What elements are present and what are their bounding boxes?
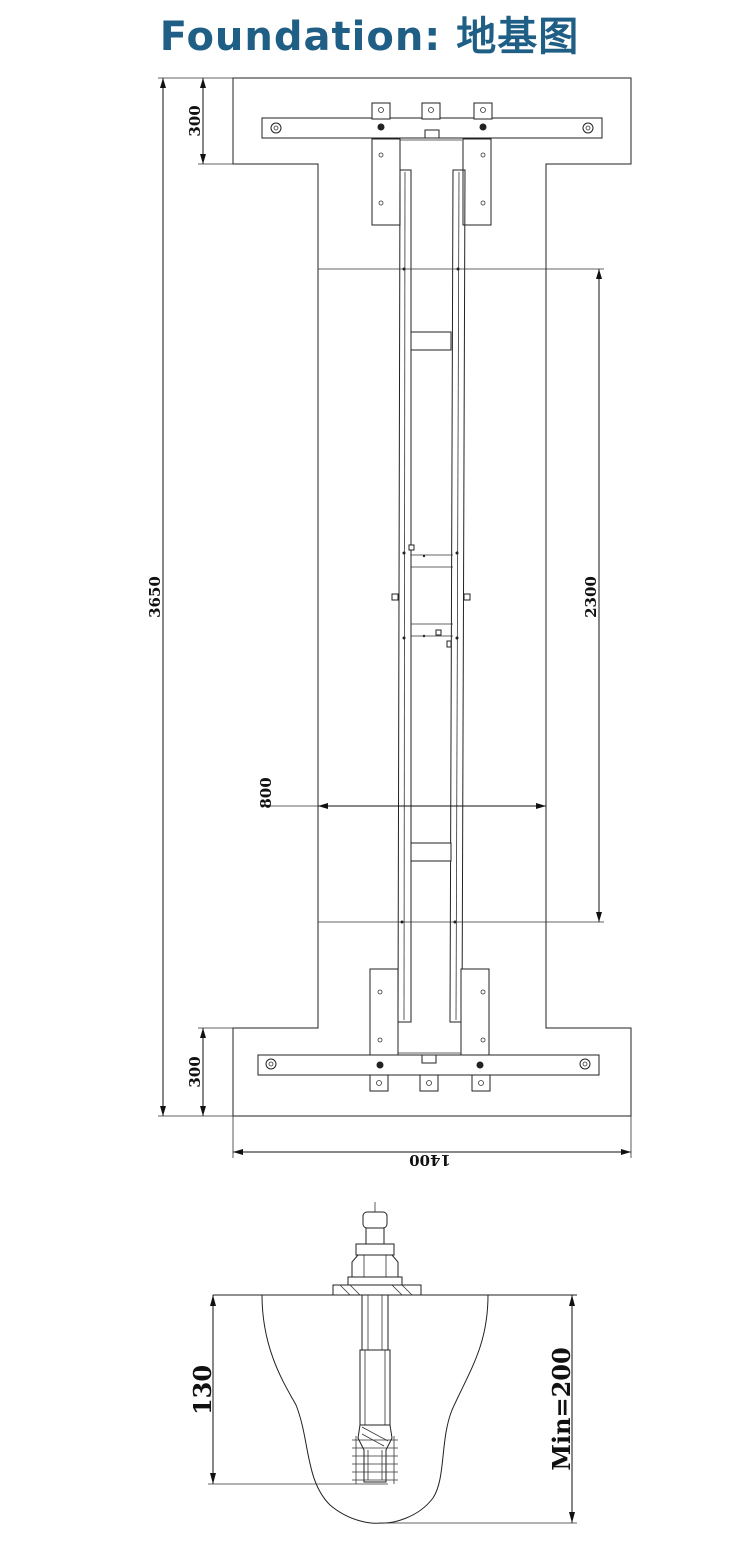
foundation-outline [232,77,632,1117]
cross-plate-1 [410,331,452,351]
anchor-grip-teeth [352,1436,398,1484]
top-bracket-right [462,138,492,226]
bolt-tip [362,1211,388,1229]
bottom-right-bolt-hole [579,1058,591,1070]
bottom-bracket-right [460,968,490,1056]
top-right-bolt-hole [582,122,594,134]
washer [347,1276,403,1286]
top-left-bolt-hole [270,122,282,134]
dim-label-300-bottom: 300 [186,1056,204,1087]
bottom-tab-left [369,1074,389,1092]
dim-label-min-200: Min=200 [547,1347,576,1470]
expansion-cone [357,1424,393,1483]
top-tab-right [473,102,493,120]
dim-label-3650: 3650 [146,576,164,618]
foundation-plan-view: 3650 300 300 23 [146,77,632,1169]
anchor-sleeve [359,1349,391,1426]
dimension-middle-width: 800 [257,777,546,809]
dimension-rail-span: 2300 [318,267,604,924]
page-title: Foundation: 地基图 [159,14,580,60]
dim-label-130: 130 [188,1365,217,1415]
left-rail [397,169,412,1023]
dimension-total-length: 3650 [146,77,233,1117]
dimension-total-width: 1400 [232,1116,632,1169]
bottom-bracket-left [369,968,399,1056]
washer-plate [332,1284,422,1296]
dimension-min-depth: Min=200 [380,1295,577,1524]
bottom-left-bolt-hole [265,1058,277,1070]
dimension-bottom-end: 300 [186,1027,233,1116]
bolt-shank [361,1294,389,1351]
anchor-bolt-section: 130 Min=200 [188,1202,577,1524]
dim-label-800: 800 [257,777,275,808]
bottom-tab-right [471,1074,491,1092]
bolt-stem-top [365,1227,385,1245]
top-nut [355,1243,395,1256]
dimension-top-end: 300 [186,78,233,165]
dim-label-1400: 1400 [409,1151,451,1169]
hex-nut [351,1254,399,1278]
dim-label-300-top: 300 [186,105,204,136]
top-bracket-left [371,138,401,226]
dim-label-2300: 2300 [582,576,600,618]
bottom-tab-center [419,1074,439,1092]
cross-plate-2 [410,842,452,862]
dimension-embed-depth: 130 [188,1295,388,1485]
top-tab-left [371,102,391,120]
top-tab-center [421,102,441,120]
